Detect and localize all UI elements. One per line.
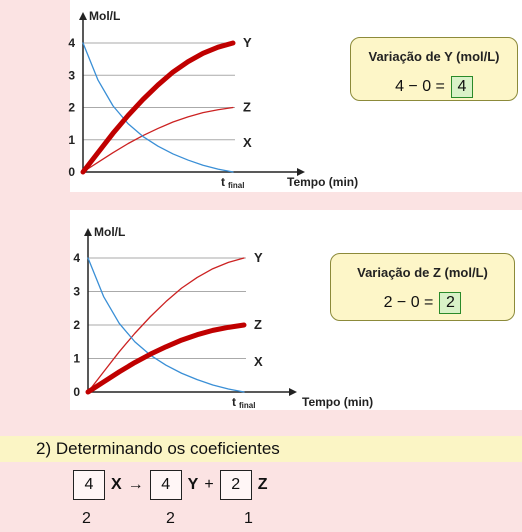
series-label-z: Z — [243, 100, 251, 115]
section-bar — [0, 436, 522, 462]
y-tick-label: 2 — [73, 318, 80, 332]
variation-z-equation: 2 − 0 = 2 — [331, 292, 514, 314]
y-tick-label: 4 — [73, 251, 80, 265]
variation-y-box: Variação de Y (mol/L) 4 − 0 = 4 — [350, 37, 518, 101]
coef-box-x: 4 — [73, 470, 105, 500]
x-tick-label: t — [221, 175, 225, 189]
variation-z-title: Variação de Z (mol/L) — [357, 265, 488, 280]
y-tick-label: 1 — [68, 133, 75, 147]
coef-box-z: 2 — [219, 470, 252, 500]
series-label-z: Z — [254, 317, 262, 332]
y-axis-arrow-icon — [79, 12, 87, 20]
y-axis-label: Mol/L — [89, 9, 120, 23]
x-tick-subscript: final — [239, 401, 255, 410]
variation-y-result: 4 — [450, 76, 473, 98]
plus-sign: + — [204, 476, 214, 493]
reaction-equation: 4 X → 4 Y + 2 Z — [73, 470, 267, 500]
x-tick-subscript: final — [228, 181, 244, 190]
variation-z-result: 2 — [439, 292, 462, 314]
y-axis-arrow-icon — [84, 228, 92, 236]
x-axis-label: Tempo (min) — [302, 395, 373, 409]
species-y: Y — [187, 476, 199, 493]
simplified-coef-y: 2 — [166, 510, 175, 527]
series-line-y — [80, 40, 236, 175]
series-label-y: Y — [243, 35, 252, 50]
species-x: X — [111, 476, 122, 493]
variation-y-title: Variação de Y (mol/L) — [368, 49, 500, 64]
x-axis-arrow-icon — [297, 168, 305, 176]
y-tick-label: 2 — [68, 101, 75, 115]
x-axis-label: Tempo (min) — [287, 175, 358, 189]
variation-z-lhs: 2 − 0 = — [383, 294, 434, 311]
coef-box-y: 4 — [149, 470, 182, 500]
series-line-y — [87, 257, 245, 393]
simplified-coef-x: 2 — [82, 510, 91, 527]
series-line-x — [87, 257, 245, 393]
variation-y-equation: 4 − 0 = 4 — [351, 76, 517, 98]
series-line-z — [82, 106, 234, 173]
y-tick-label: 4 — [68, 36, 75, 50]
section-title: 2) Determinando os coeficientes — [36, 439, 280, 458]
series-line-z — [85, 322, 247, 395]
y-tick-label: 1 — [73, 352, 80, 366]
variation-y-lhs: 4 − 0 = — [395, 78, 445, 95]
variation-z-box: Variação de Z (mol/L) 2 − 0 = 2 — [330, 253, 515, 321]
y-axis-label: Mol/L — [94, 225, 125, 239]
species-z: Z — [257, 476, 268, 493]
series-label-x: X — [243, 135, 252, 150]
y-tick-label: 3 — [68, 68, 75, 82]
y-tick-label: 0 — [73, 385, 80, 399]
y-tick-label: 0 — [68, 165, 75, 179]
simplified-coef-z: 1 — [244, 510, 253, 527]
x-tick-label: t — [232, 395, 236, 409]
y-tick-label: 3 — [73, 285, 80, 299]
series-label-y: Y — [254, 250, 263, 265]
reaction-arrow: → — [127, 476, 144, 493]
series-line-x — [82, 42, 234, 173]
x-axis-arrow-icon — [289, 388, 297, 396]
series-label-x: X — [254, 354, 263, 369]
